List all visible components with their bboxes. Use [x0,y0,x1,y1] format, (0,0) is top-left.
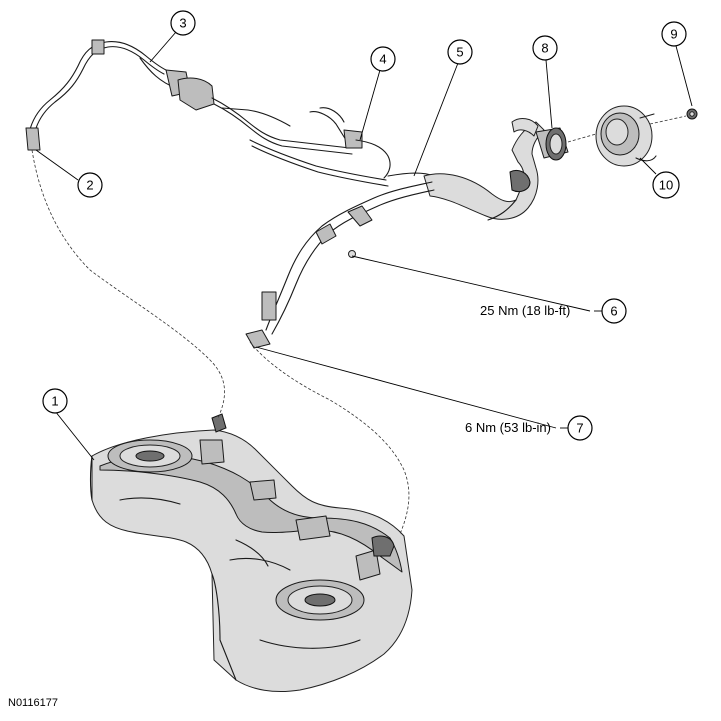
callout-8-number: 8 [541,41,548,56]
connection-lines [31,149,410,535]
filler-door-housing [595,105,698,167]
callout-7: 7 [567,415,593,441]
callout-leaders [35,31,693,461]
callout-2-number: 2 [86,178,93,193]
callout-3: 3 [170,10,196,36]
callout-10: 10 [652,171,680,199]
callout-5: 5 [447,39,473,65]
torque-spec-7-text: 6 Nm (53 lb-in) [465,420,551,435]
callout-1-number: 1 [51,394,58,409]
callout-6: 6 [601,298,627,324]
callout-3-number: 3 [179,16,186,31]
callout-8: 8 [532,35,558,61]
figure-id-label: N0116177 [8,697,58,709]
callout-7-number: 7 [576,421,583,436]
fuel-tank [89,413,413,693]
callout-2: 2 [77,172,103,198]
callout-6-number: 6 [610,304,617,319]
torque-spec-6-text: 25 Nm (18 lb-ft) [480,303,570,318]
callout-9: 9 [661,21,687,47]
callout-9-number: 9 [670,27,677,42]
callout-10-number: 10 [659,178,673,193]
vapor-tube-assembly [25,39,391,187]
callout-4-number: 4 [379,52,386,67]
callout-1: 1 [42,388,68,414]
fuel-filler-pipe [245,118,597,349]
callout-4: 4 [370,46,396,72]
callout-5-number: 5 [456,45,463,60]
